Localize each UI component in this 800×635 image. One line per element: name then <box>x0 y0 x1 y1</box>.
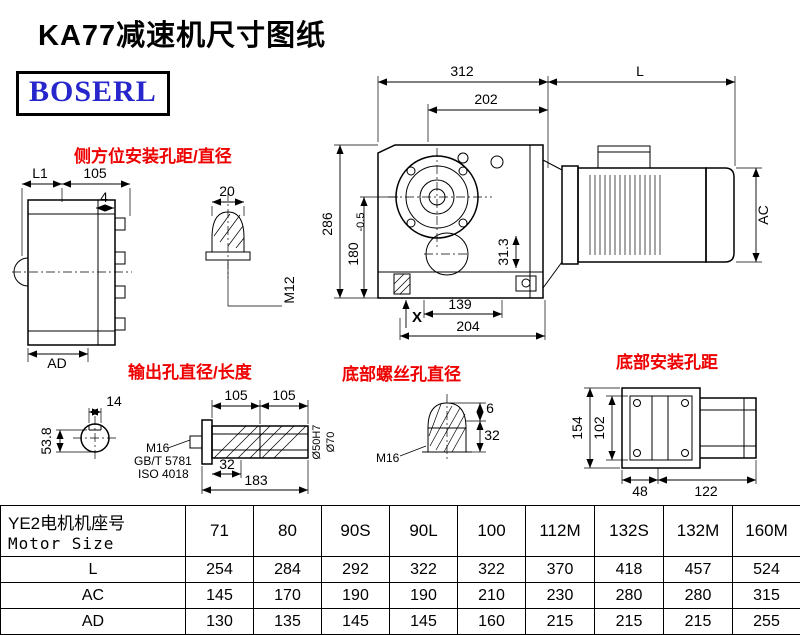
dim-AD: AD <box>47 355 66 371</box>
label-M16-screw: M16 <box>376 451 400 465</box>
side-bolt-detail: 20 M12 <box>206 183 297 306</box>
table-row-AD: AD 130 135 145 145 160 215 215 215 255 <box>1 609 800 635</box>
dim-105a: 105 <box>224 387 248 403</box>
main-view-gearbox <box>378 145 543 298</box>
dim-102: 102 <box>591 416 607 440</box>
table-cell: 230 <box>526 583 595 609</box>
dim-31-3: 31.3 <box>495 238 511 265</box>
table-cell: 130 <box>186 609 254 635</box>
table-cell: 315 <box>733 583 800 609</box>
dim-48: 48 <box>632 483 648 499</box>
size-col-header: 132S <box>595 506 664 557</box>
table-cell: 215 <box>664 609 733 635</box>
motor-size-table: YE2电机机座号 Motor Size 71 80 90S 90L 100 11… <box>0 505 800 635</box>
dim-312: 312 <box>450 63 474 79</box>
table-cell: 160 <box>458 609 526 635</box>
size-col-header: 80 <box>254 506 322 557</box>
label-gbt5781: GB/T 5781 <box>134 454 192 468</box>
table-cell: 135 <box>254 609 322 635</box>
dim-122: 122 <box>694 483 718 499</box>
side-view-dimensions: L1 105 4 AD <box>22 165 130 371</box>
output-bore-section: 14 53.8 <box>38 393 122 460</box>
dim-204: 204 <box>456 318 480 334</box>
technical-drawing: 312 L 202 286 180 -0.5 31.3 AC 139 204 <box>0 0 800 505</box>
table-cell: 292 <box>322 557 390 583</box>
header-label-cn: YE2电机机座号 <box>8 509 185 534</box>
dim-L: L <box>636 63 644 79</box>
dim-286: 286 <box>319 212 335 236</box>
dim-183: 183 <box>244 472 268 488</box>
table-cell: 254 <box>186 557 254 583</box>
dim-14: 14 <box>106 393 122 409</box>
table-cell: 280 <box>595 583 664 609</box>
table-cell: 190 <box>322 583 390 609</box>
table-cell: 210 <box>458 583 526 609</box>
dim-32-output: 32 <box>219 456 235 472</box>
bottom-screw-detail: 6 32 M16 <box>376 394 500 465</box>
size-col-header: 71 <box>186 506 254 557</box>
table-cell: 524 <box>733 557 800 583</box>
bottom-mount-view: 154 102 48 122 <box>569 388 756 499</box>
table-cell: 370 <box>526 557 595 583</box>
table-cell: 255 <box>733 609 800 635</box>
table-cell: 457 <box>664 557 733 583</box>
side-view-gearbox <box>12 200 132 345</box>
dim-bore-50: Ø50H7 <box>311 425 323 460</box>
size-col-header: 112M <box>526 506 595 557</box>
table-cell: 215 <box>526 609 595 635</box>
table-cell: 190 <box>390 583 458 609</box>
table-cell: 145 <box>322 609 390 635</box>
table-cell: 284 <box>254 557 322 583</box>
row-label: AD <box>1 609 186 635</box>
table-cell: 322 <box>458 557 526 583</box>
label-iso4018: ISO 4018 <box>138 467 189 481</box>
table-row-L: L 254 284 292 322 322 370 418 457 524 <box>1 557 800 583</box>
dim-139: 139 <box>448 296 472 312</box>
motor <box>543 146 734 288</box>
size-col-header: 90S <box>322 506 390 557</box>
table-cell: 145 <box>390 609 458 635</box>
header-label-en: Motor Size <box>8 534 185 553</box>
dim-L1: L1 <box>32 165 48 181</box>
label-M16-output: M16 <box>146 441 170 455</box>
dim-105b: 105 <box>272 387 296 403</box>
table-cell: 322 <box>390 557 458 583</box>
dim-6: 6 <box>486 400 494 416</box>
size-col-header: 100 <box>458 506 526 557</box>
row-label: AC <box>1 583 186 609</box>
dim-AC: AC <box>755 205 771 224</box>
dim-180: 180 <box>345 242 361 266</box>
dim-32-screw: 32 <box>484 427 500 443</box>
dim-20: 20 <box>219 183 235 199</box>
table-cell: 280 <box>664 583 733 609</box>
table-header-label-cell: YE2电机机座号 Motor Size <box>1 506 186 557</box>
table-cell: 215 <box>595 609 664 635</box>
size-col-header: 90L <box>390 506 458 557</box>
size-col-header: 132M <box>664 506 733 557</box>
dim-154: 154 <box>569 416 585 440</box>
dim-105-side: 105 <box>83 165 107 181</box>
dim-180-tolerance: -0.5 <box>355 213 367 232</box>
dim-X: X <box>412 309 422 326</box>
table-row-AC: AC 145 170 190 190 210 230 280 280 315 <box>1 583 800 609</box>
table-cell: 418 <box>595 557 664 583</box>
table-cell: 145 <box>186 583 254 609</box>
output-shaft-drawing: 105 105 32 183 M16 GB/T 5781 ISO 4018 Ø5… <box>134 387 337 494</box>
dim-4: 4 <box>100 189 108 205</box>
dim-hub-70: Ø70 <box>325 432 337 453</box>
dim-53-8: 53.8 <box>38 427 54 454</box>
row-label: L <box>1 557 186 583</box>
table-header-row: YE2电机机座号 Motor Size 71 80 90S 90L 100 11… <box>1 506 800 557</box>
dim-M12: M12 <box>281 276 297 303</box>
size-col-header: 160M <box>733 506 800 557</box>
table-cell: 170 <box>254 583 322 609</box>
dim-202: 202 <box>474 91 498 107</box>
